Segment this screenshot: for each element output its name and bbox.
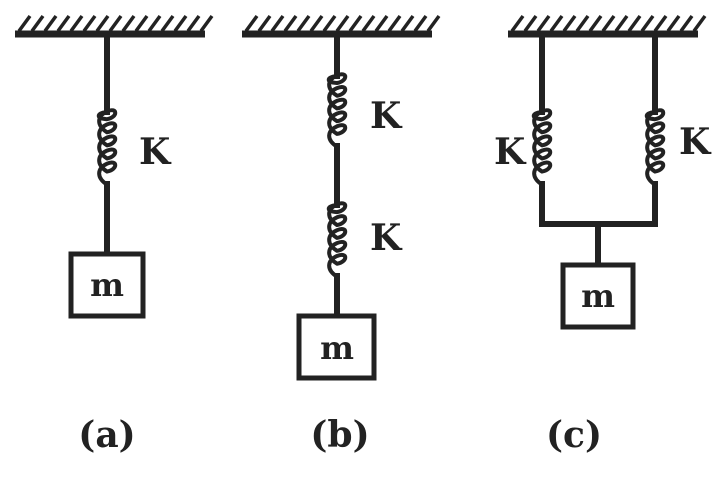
diagram-b: m K K (b) xyxy=(242,14,441,456)
hatch-mark xyxy=(426,14,441,33)
hatch-mark xyxy=(374,14,389,33)
hatch-mark xyxy=(322,14,337,33)
hatch-mark xyxy=(257,14,272,33)
hatch-mark xyxy=(56,14,71,33)
hatch-mark xyxy=(173,14,188,33)
hatch-mark xyxy=(562,14,577,33)
hatch-mark xyxy=(186,14,201,33)
hatch-mark xyxy=(679,14,694,33)
spring-right xyxy=(644,108,666,187)
hatch-mark xyxy=(575,14,590,33)
mass-block xyxy=(296,313,377,381)
hatch-mark xyxy=(588,14,603,33)
ceiling-support xyxy=(508,14,707,38)
diagram-c: m K K (c) xyxy=(494,14,712,456)
hatch-mark xyxy=(510,14,525,33)
caption-a: (a) xyxy=(78,414,135,456)
hatch-mark xyxy=(309,14,324,33)
mass-label: m xyxy=(581,277,615,315)
hatch-mark xyxy=(69,14,84,33)
spring-constant-label-lower: K xyxy=(370,217,403,259)
hatch-mark xyxy=(601,14,616,33)
hatch-mark xyxy=(614,14,629,33)
hatch-mark xyxy=(147,14,162,33)
hatch-mark xyxy=(134,14,149,33)
hatch-mark xyxy=(692,14,707,33)
hatch-mark xyxy=(82,14,97,33)
hatch-mark xyxy=(523,14,538,33)
hatch-mark xyxy=(121,14,136,33)
hatch-mark xyxy=(335,14,350,33)
hatch-mark xyxy=(627,14,642,33)
hatch-mark xyxy=(43,14,58,33)
hatch-mark xyxy=(666,14,681,33)
hatch-mark xyxy=(536,14,551,33)
spring-lower xyxy=(326,201,348,279)
caption-b: (b) xyxy=(310,414,369,456)
hatch-mark xyxy=(160,14,175,33)
hatch-mark xyxy=(348,14,363,33)
hatch-mark xyxy=(30,14,45,33)
hatch-mark xyxy=(400,14,415,33)
diagram-a: m K (a) xyxy=(15,14,214,456)
hatch-mark xyxy=(283,14,298,33)
hatch-mark xyxy=(387,14,402,33)
hatch-mark xyxy=(413,14,428,33)
hatch-mark xyxy=(95,14,110,33)
hatch-mark xyxy=(270,14,285,33)
ceiling-support xyxy=(15,14,214,38)
ceiling-support xyxy=(242,14,441,38)
hatch-mark xyxy=(640,14,655,33)
hatch-mark xyxy=(296,14,311,33)
spring xyxy=(96,108,118,187)
spring-constant-label-right: K xyxy=(679,121,712,163)
mass-block xyxy=(68,251,146,319)
hatch-mark xyxy=(17,14,32,33)
hatch-mark xyxy=(361,14,376,33)
mass-label: m xyxy=(90,266,124,304)
mass-label: m xyxy=(320,329,354,367)
spring-constant-label-upper: K xyxy=(370,95,403,137)
hatch-mark xyxy=(108,14,123,33)
spring-constant-label-left: K xyxy=(494,131,527,173)
hatch-mark xyxy=(549,14,564,33)
spring-constant-label: K xyxy=(139,131,172,173)
mass-block xyxy=(560,262,636,330)
spring-upper xyxy=(326,72,348,149)
hatch-mark xyxy=(199,14,214,33)
spring-left xyxy=(531,108,553,187)
caption-c: (c) xyxy=(546,414,602,456)
hatch-mark xyxy=(653,14,668,33)
hatch-mark xyxy=(244,14,259,33)
